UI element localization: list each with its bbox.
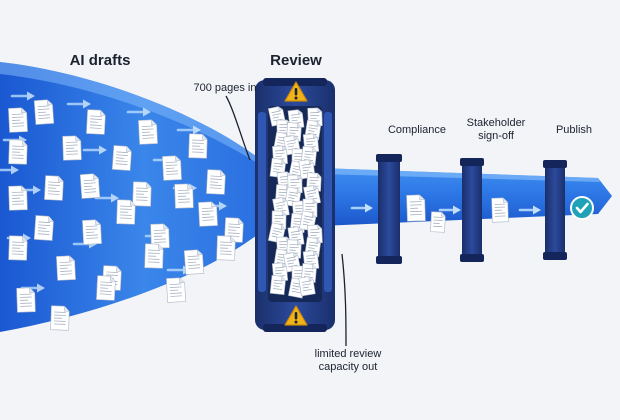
arrow-icon [176,125,201,135]
document-icon [132,181,152,207]
arrow-icon [66,99,91,109]
document-icon [430,211,446,233]
document-icon [16,287,36,313]
document-icon [150,223,170,249]
document-icon [269,274,286,296]
pipeline-documents [406,194,509,233]
document-icon [96,275,116,301]
stakeholder-label-line1: Stakeholder [466,117,526,129]
document-icon [33,99,55,125]
pages-in-label: 700 pages in [193,82,257,94]
document-icon [198,201,218,227]
checkmark-icon [570,196,594,220]
document-icon [298,276,316,297]
pages-in-pointer [225,95,251,161]
document-icon [216,235,236,261]
document-icon [8,235,28,261]
capacity-label-line1: limited review [314,348,382,360]
document-icon [406,194,426,222]
capacity-pointer [341,253,347,347]
document-icon [82,219,102,245]
document-icon [111,145,132,171]
compliance-gate [376,154,402,264]
arrow-icon [94,193,119,203]
arrow-icon [0,165,19,175]
document-icon [166,277,186,303]
document-icon [138,119,158,145]
document-icon [162,155,182,181]
compliance-label: Compliance [387,124,447,136]
capacity-label: limited review capacity out [300,348,396,373]
stakeholder-label: Stakeholder sign-off [456,117,536,142]
review-label: Review [270,52,322,69]
document-icon [8,185,28,211]
arrow-icon [518,205,541,215]
arrow-icon [10,91,35,101]
document-icon [206,169,226,195]
stakeholder-label-line2: sign-off [478,129,514,142]
document-pile [267,106,323,299]
document-icon [188,133,208,159]
funnel-documents [8,99,244,331]
document-icon [491,197,509,223]
document-icon [183,249,205,275]
document-icon [8,139,28,165]
document-icon [86,109,106,135]
arrow-icon [82,145,107,155]
capacity-label-line2: capacity out [318,360,378,373]
warning-icon [284,81,308,102]
warning-icon [284,305,308,326]
document-icon [8,107,28,133]
document-icon [44,175,64,201]
ai-drafts-label: AI drafts [69,52,131,69]
funnel-highlight [0,62,262,166]
document-icon [144,243,164,269]
document-icon [116,199,136,225]
arrow-icon [350,203,373,213]
arrow-icon [126,107,151,117]
document-icon [62,135,82,161]
document-icon [56,255,76,281]
document-icon [79,173,101,199]
document-icon [50,305,70,331]
publish-label: Publish [555,124,593,136]
arrow-icon [438,205,461,215]
stakeholder-gate [460,158,484,262]
document-icon [33,215,54,241]
publish-gate [543,160,567,260]
document-icon [174,183,194,209]
